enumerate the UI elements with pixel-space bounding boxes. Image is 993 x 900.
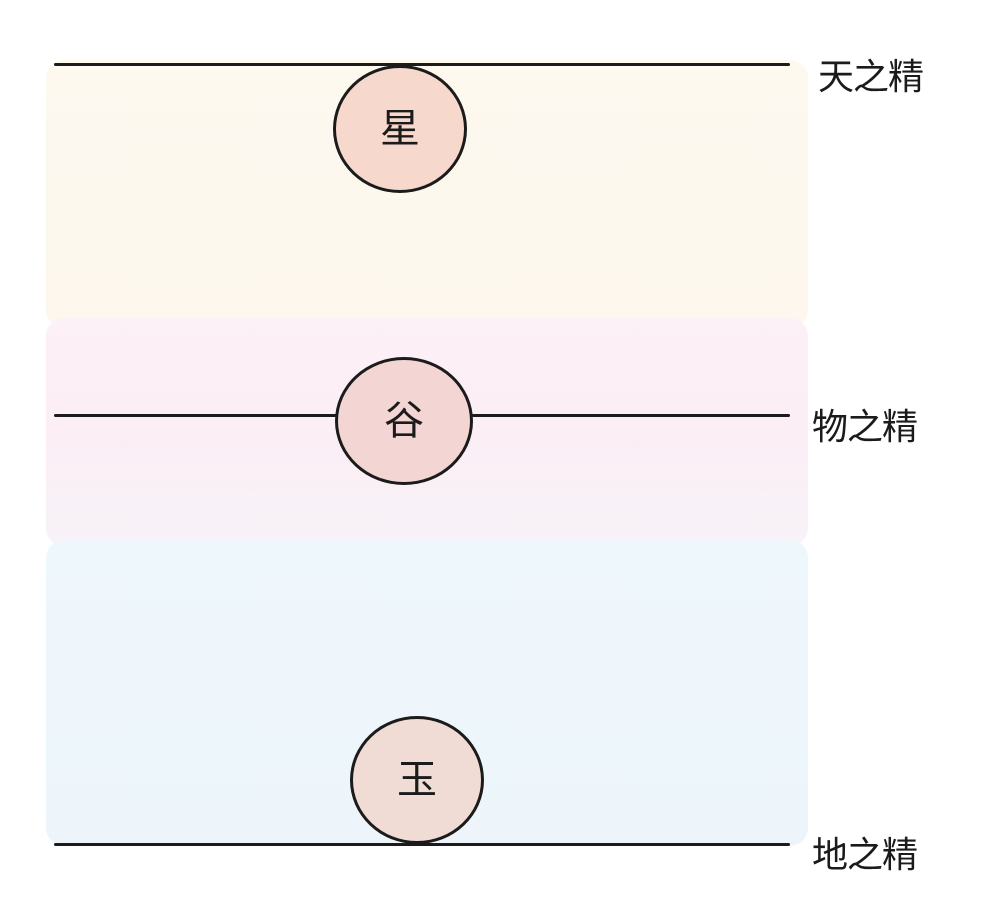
star-character: 星 (380, 106, 420, 152)
grain-character: 谷 (384, 398, 424, 444)
earth-line (54, 843, 790, 846)
grain-circle: 谷 (335, 357, 473, 485)
things-essence-label: 物之精 (812, 407, 918, 448)
things-line-left (54, 414, 338, 417)
earth-essence-label: 地之精 (812, 835, 918, 876)
things-line-right (472, 414, 790, 417)
star-circle: 星 (333, 65, 467, 193)
jade-character: 玉 (397, 757, 437, 803)
jade-circle: 玉 (350, 716, 484, 844)
heaven-line (54, 63, 790, 66)
heaven-essence-label: 天之精 (818, 57, 924, 98)
